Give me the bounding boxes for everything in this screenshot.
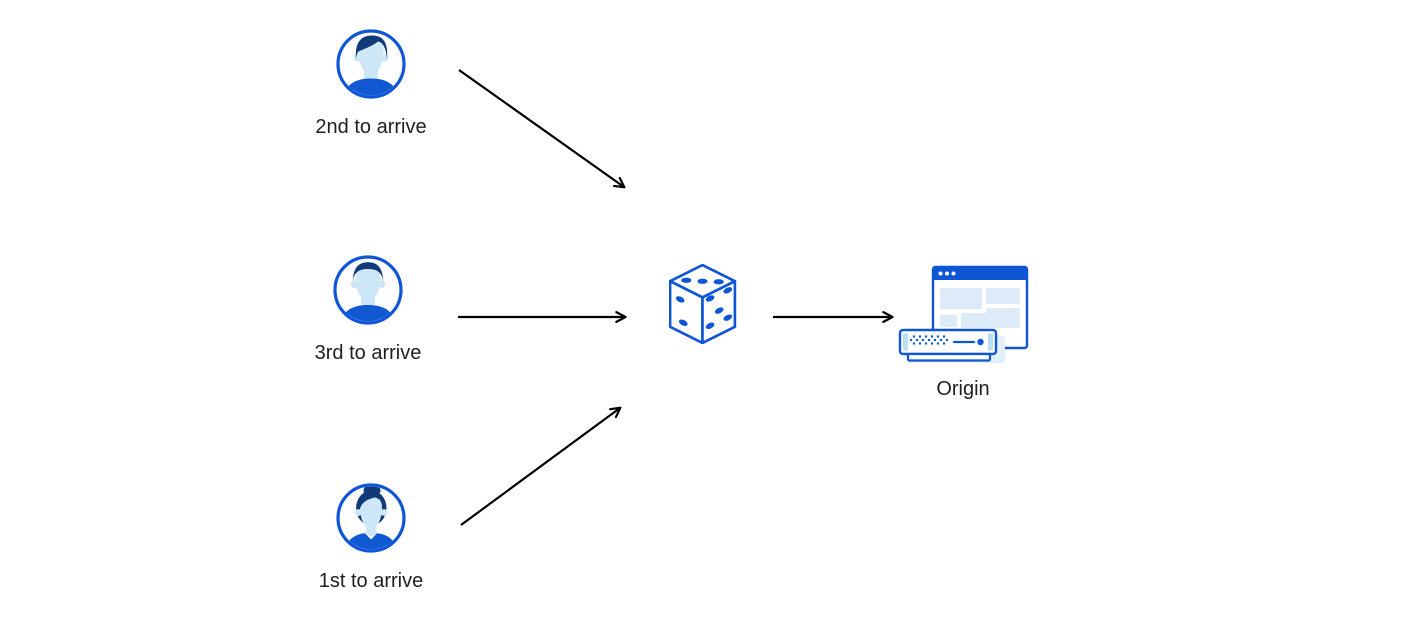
male-user-avatar-icon xyxy=(333,255,403,325)
client-node-3rd-to-arrive: 3rd to arrive xyxy=(288,254,448,364)
origin-server-browser-icon xyxy=(898,265,1029,363)
dice-icon xyxy=(669,264,737,344)
client-label-3rd: 3rd to arrive xyxy=(314,342,422,364)
male-user-avatar-icon xyxy=(336,29,406,99)
origin-node: Origin xyxy=(896,262,1030,400)
server-icon xyxy=(898,328,1005,363)
browser-window-icon xyxy=(931,265,1029,350)
client-label-2nd: 2nd to arrive xyxy=(315,116,427,138)
client-label-1st: 1st to arrive xyxy=(318,570,424,592)
origin-label: Origin xyxy=(936,378,990,400)
client-node-2nd-to-arrive: 2nd to arrive xyxy=(291,28,451,138)
arrow-client-1st-to-dice xyxy=(460,406,622,526)
random-selector-node xyxy=(668,264,738,344)
client-node-1st-to-arrive: 1st to arrive xyxy=(291,482,451,592)
arrow-client-2nd-to-dice xyxy=(458,69,626,189)
female-user-avatar-icon xyxy=(336,483,406,553)
